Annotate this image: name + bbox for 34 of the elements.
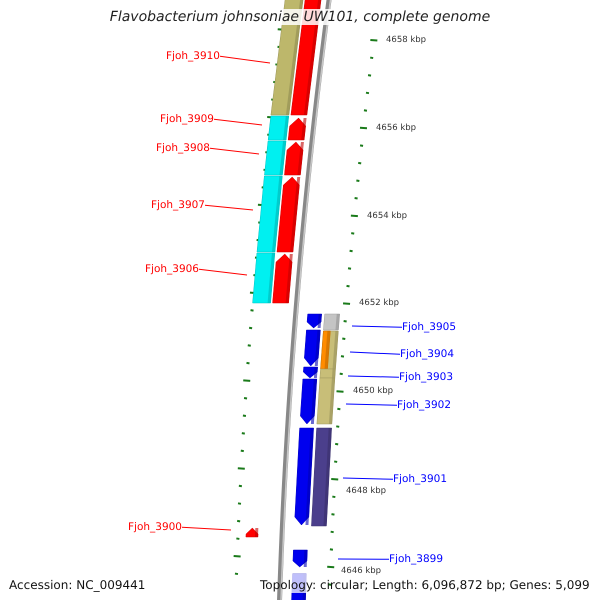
- leader-line: [220, 56, 270, 64]
- scale-label: 4648 kbp: [346, 487, 386, 496]
- gene-label: Fjoh_3904: [400, 349, 454, 360]
- scale-label: 4656 kbp: [376, 124, 416, 132]
- title: Flavobacterium johnsoniae UW101, complete genome: [108, 9, 492, 25]
- gene-label: Fjoh_3902: [397, 400, 452, 410]
- gene-label: Fjoh_3907: [150, 200, 205, 210]
- accession-text: Accession: NC_009441: [9, 579, 146, 591]
- leader-line: [338, 558, 390, 560]
- leader-line: [204, 204, 254, 210]
- scale-label: 4658 kbp: [386, 36, 426, 44]
- gene-label: Fjoh_3908: [156, 143, 210, 154]
- scale-label: 4654 kbp: [367, 212, 408, 220]
- gene-label: Fjoh_3901: [393, 474, 448, 484]
- genome-info-text: Topology: circular; Length: 6,096,872 bp; Genes: 5,099: [260, 579, 590, 591]
- leader-line: [352, 326, 402, 328]
- scale-label: 4646 kbp: [341, 567, 382, 576]
- gene-label: Fjoh_3900: [128, 522, 182, 532]
- leader-line: [214, 118, 262, 126]
- leader-line: [346, 404, 398, 406]
- gene-label: Fjoh_3910: [166, 51, 220, 62]
- scale-label: 4652 kbp: [359, 299, 400, 308]
- gene-label: Fjoh_3909: [160, 114, 214, 124]
- scale-label: 4650 kbp: [353, 387, 394, 396]
- leader-line: [350, 352, 400, 355]
- leader-line: [210, 148, 260, 154]
- leader-line: [198, 268, 248, 276]
- leader-line: [342, 478, 394, 480]
- leader-line: [182, 526, 232, 530]
- leader-line: [348, 376, 400, 378]
- gene-label: Fjoh_3899: [389, 554, 444, 564]
- gene-label: Fjoh_3906: [144, 264, 199, 274]
- gene-label: Fjoh_3905: [402, 322, 456, 332]
- gene-label: Fjoh_3903: [399, 372, 454, 382]
